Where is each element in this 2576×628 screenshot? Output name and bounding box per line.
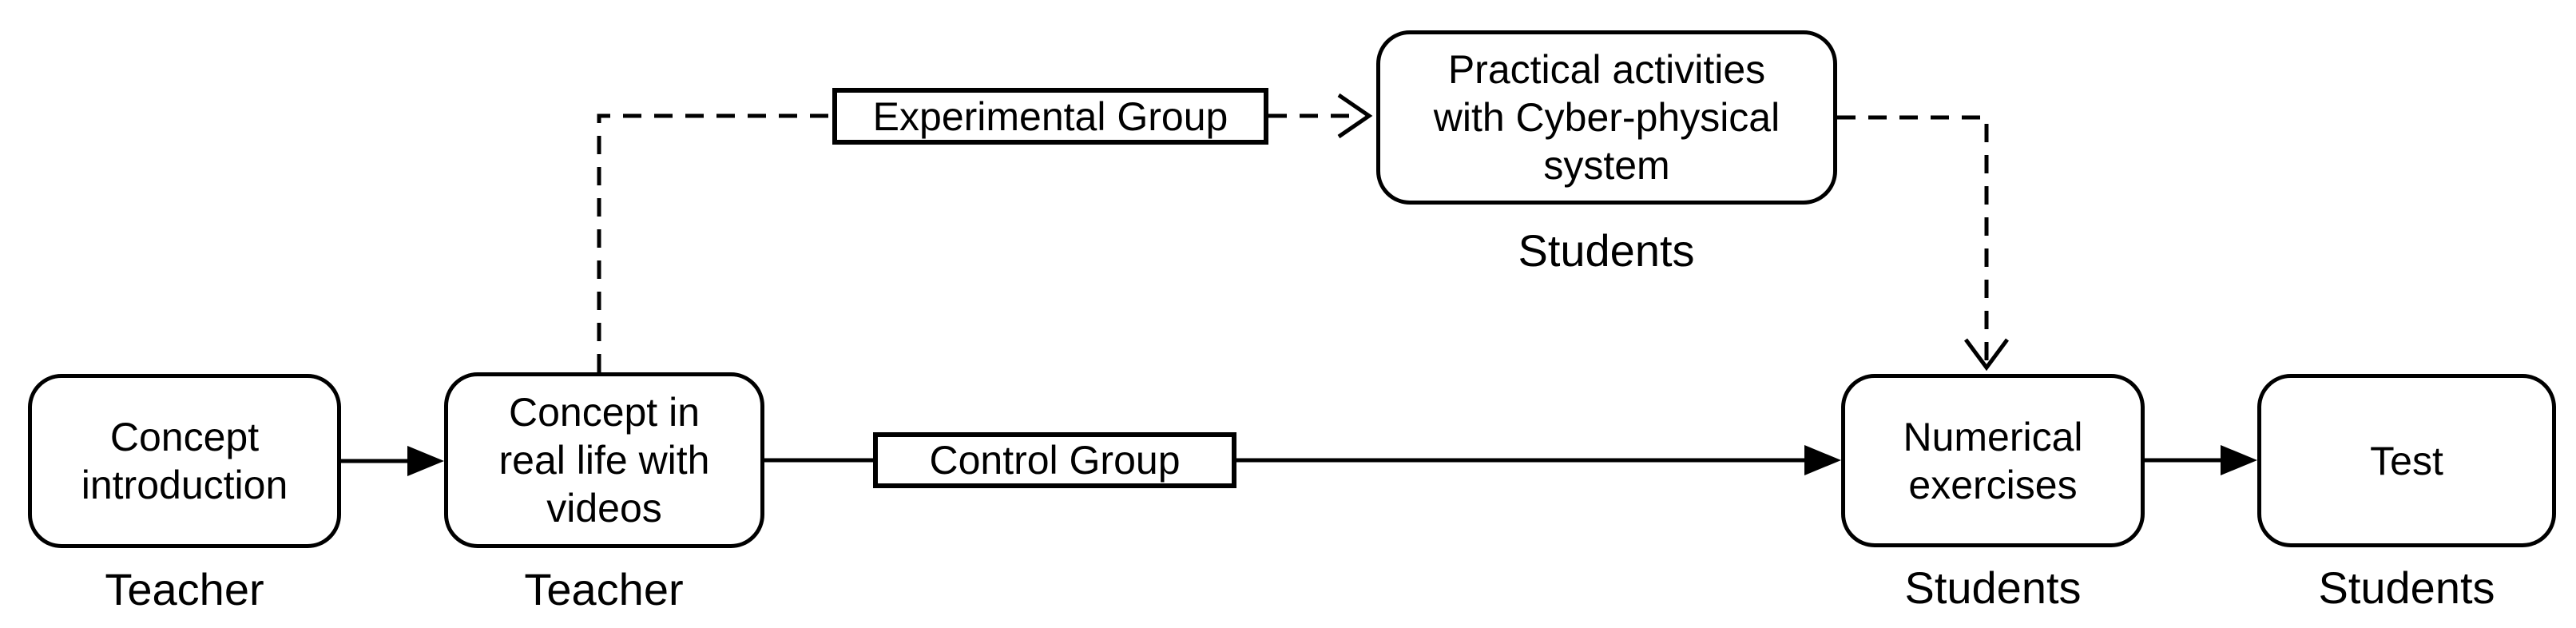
control-flow-arrowhead <box>1804 445 1841 475</box>
actor-label-practical-activities: Students <box>1518 225 1695 276</box>
node-concept-videos-label: Concept in real life with videos <box>498 390 710 531</box>
actor-label-test: Students <box>2318 562 2495 613</box>
actor-label-concept-introduction: Teacher <box>105 564 264 614</box>
dashed-practical-to-numerical-arrowhead <box>1963 338 2010 372</box>
node-test-label: Test <box>2370 438 2443 483</box>
node-numerical-exercises-label: Numerical exercises <box>1903 414 2083 507</box>
node-concept-videos: Concept in real life with videos <box>444 372 764 548</box>
dashed-videos-to-experimental-path <box>597 113 832 372</box>
arrow-numerical-to-test-arrowhead <box>2221 445 2257 475</box>
node-practical-activities-label: Practical activities with Cyber-physical… <box>1433 47 1780 188</box>
node-test: Test <box>2257 374 2556 547</box>
badge-control-group: Control Group <box>873 432 1236 488</box>
arrow-concept-to-videos-arrowhead <box>407 446 444 476</box>
node-numerical-exercises: Numerical exercises <box>1841 374 2145 547</box>
dashed-experimental-to-practical-arrowhead <box>1337 93 1373 139</box>
dashed-practical-to-numerical-path <box>1837 115 1989 361</box>
actor-label-concept-videos: Teacher <box>524 564 684 614</box>
node-concept-introduction: Concept introduction <box>28 374 341 548</box>
badge-control-group-label: Control Group <box>929 438 1181 483</box>
badge-experimental-group-label: Experimental Group <box>872 93 1228 139</box>
node-concept-introduction-label: Concept introduction <box>81 415 288 507</box>
node-practical-activities: Practical activities with Cyber-physical… <box>1376 30 1837 205</box>
actor-label-numerical-exercises: Students <box>1904 562 2082 613</box>
badge-experimental-group: Experimental Group <box>832 88 1268 145</box>
